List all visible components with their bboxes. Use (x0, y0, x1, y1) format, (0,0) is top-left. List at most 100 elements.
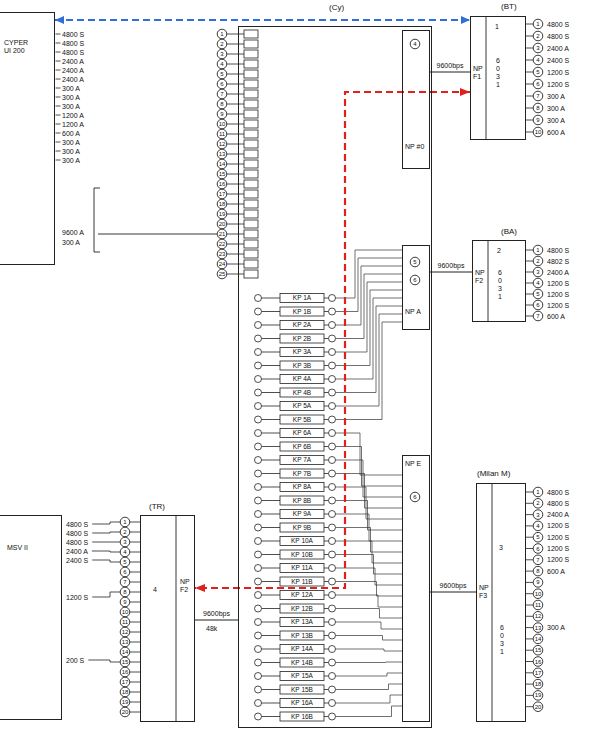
terminal-number: 18 (217, 199, 227, 209)
wire (227, 64, 244, 65)
module-heading: (TR) (149, 502, 165, 512)
wire-label: 4800 S (62, 39, 84, 48)
terminal-block (280, 334, 324, 343)
terminal-number: 11 (533, 600, 543, 610)
terminal-block-label: KP 15A (280, 671, 324, 681)
wire (324, 622, 329, 623)
terminal-block (280, 375, 324, 384)
module-heading: (BA) (501, 227, 517, 237)
terminal-circle (533, 127, 543, 137)
terminal-block (280, 523, 324, 532)
terminal-circle (255, 430, 262, 437)
terminal-circle (533, 256, 543, 266)
wire-label: 300 A (62, 93, 80, 102)
terminal-number: 2 (217, 39, 227, 49)
terminal-circle (329, 295, 336, 302)
terminal-block (244, 60, 258, 68)
terminal-number: 15 (120, 657, 130, 667)
modem-module: (BT)16031NP F1 (470, 16, 526, 140)
terminal-block (280, 618, 324, 627)
terminal-block (244, 230, 258, 238)
terminal-number: 1 (217, 29, 227, 39)
wire-stub (56, 88, 61, 89)
terminal-number: 6 (120, 567, 130, 577)
port-label: 1200 S (547, 279, 569, 288)
terminal-block-label: KP 15B (280, 685, 324, 695)
wire (227, 274, 244, 275)
terminal-number: 24 (217, 259, 227, 269)
node-text: CYPER UI 200 (4, 39, 36, 55)
node-text: 2 (497, 247, 501, 255)
wire (262, 527, 281, 528)
wire (324, 541, 329, 542)
wire (262, 487, 281, 488)
terminal-number: 9 (533, 577, 543, 587)
terminal-circle (329, 538, 336, 545)
wire-stub (526, 72, 533, 73)
terminal-circle (533, 532, 543, 542)
port-label: 4800 S (547, 246, 569, 255)
terminal-block (280, 456, 324, 465)
terminal-circle (120, 607, 130, 617)
terminal-block-label: KP 8A (280, 482, 324, 492)
wire-stub (526, 706, 533, 707)
terminal-circle (217, 89, 227, 99)
wire-stub (130, 622, 140, 623)
terminal-block (244, 180, 258, 188)
terminal-circle (217, 269, 227, 279)
terminal-number: 7 (533, 311, 543, 321)
terminal-circle (533, 566, 543, 576)
terminal-circle (255, 308, 262, 315)
wire (324, 689, 329, 690)
terminal-circle (329, 497, 336, 504)
terminal-block (280, 415, 324, 424)
terminal-block (280, 645, 324, 654)
wire (324, 500, 329, 501)
wire-label: 1200 A (62, 120, 84, 129)
wire-stub (526, 661, 533, 662)
wire (324, 338, 329, 339)
port-label: 1200 S (547, 544, 569, 553)
terminal-circle (533, 555, 543, 565)
terminal-block (244, 120, 258, 128)
wire-stub (526, 627, 533, 628)
terminal-number: 10 (533, 589, 543, 599)
wire-stub (130, 652, 140, 653)
terminal-number: 2 (533, 256, 543, 266)
terminal-number: 1 (120, 517, 130, 527)
wire-stub (526, 294, 533, 295)
terminal-circle (255, 700, 262, 707)
terminal-block-label: KP 2A (280, 320, 324, 330)
port-label: 2400 S (547, 56, 569, 65)
wire-stub (526, 24, 533, 25)
terminal-block-label: KP 11A (280, 563, 324, 573)
terminal-circle (255, 538, 262, 545)
wire (324, 662, 329, 663)
wire (262, 595, 281, 596)
wire (227, 204, 244, 205)
wire-stub (56, 97, 61, 98)
terminal-block (244, 200, 258, 208)
device-box: CYPER UI 200 (0, 12, 55, 265)
terminal-circle (329, 713, 336, 720)
terminal-number: 3 (217, 49, 227, 59)
wire-stub (526, 503, 533, 504)
wire (262, 298, 281, 299)
wire-stub (130, 612, 140, 613)
wire-stub (526, 36, 533, 37)
terminal-block (280, 402, 324, 411)
terminal-block (280, 307, 324, 316)
wire (227, 244, 244, 245)
port-label: 1200 S (547, 290, 569, 299)
terminal-circle (217, 69, 227, 79)
terminal-circle (329, 673, 336, 680)
terminal-block (280, 442, 324, 451)
terminal-circle (255, 295, 262, 302)
terminal-number: 5 (120, 557, 130, 567)
terminal-circle (329, 551, 336, 558)
wire (324, 514, 329, 515)
node-text: NP F2 (475, 269, 489, 285)
wire (262, 352, 281, 353)
terminal-block (280, 388, 324, 397)
terminal-circle (255, 605, 262, 612)
